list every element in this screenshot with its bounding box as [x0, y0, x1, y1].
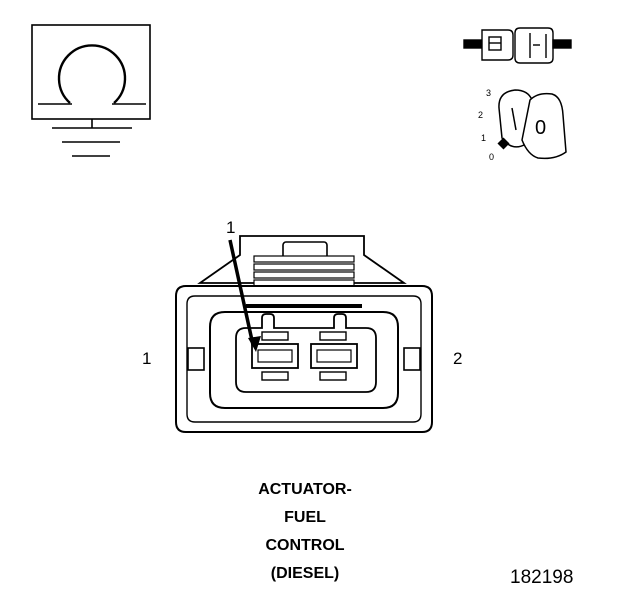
- ignition-key-icon: [497, 89, 567, 160]
- connector-body: [175, 235, 433, 433]
- pin-2-label: 2: [453, 349, 463, 368]
- callout-arrow: [228, 239, 261, 352]
- caption-line-3: CONTROL: [265, 537, 345, 554]
- caption-line-4: (DIESEL): [270, 565, 340, 582]
- ohm-ground-symbol: [31, 24, 151, 157]
- key-position-3: 3: [486, 88, 492, 98]
- key-position-0: 0: [489, 152, 495, 162]
- key-label: 0: [535, 117, 547, 139]
- caption-line-1: ACTUATOR-: [258, 481, 352, 498]
- caption-line-2: FUEL: [284, 509, 326, 526]
- key-position-1: 1: [481, 133, 487, 143]
- figure-number: 182198: [510, 567, 574, 588]
- terminal-1: [251, 343, 299, 369]
- connector-disconnected-icon: [463, 27, 572, 64]
- key-position-2: 2: [478, 110, 484, 120]
- pin-1-label: 1: [142, 349, 152, 368]
- terminal-2: [310, 343, 358, 369]
- callout-label: 1: [226, 218, 236, 237]
